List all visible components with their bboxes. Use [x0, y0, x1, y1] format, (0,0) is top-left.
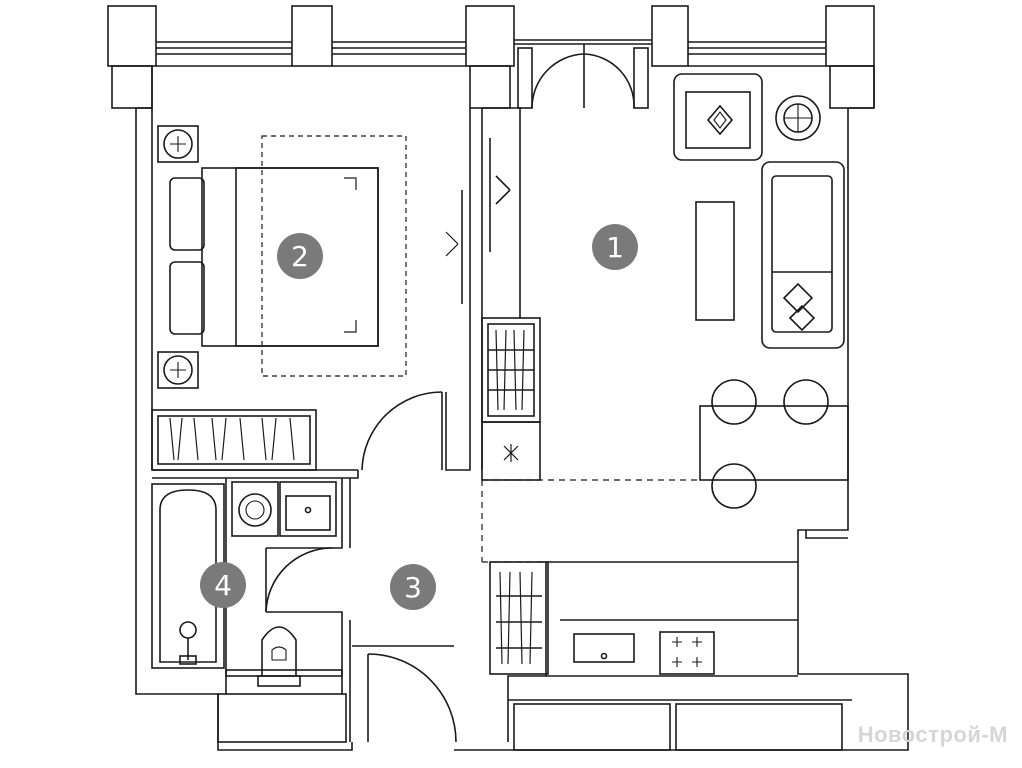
kitchen-zone	[481, 479, 700, 563]
outer-walls	[135, 66, 909, 751]
armchair	[673, 73, 763, 161]
window-3	[688, 41, 826, 67]
watermark: Новострой-М	[857, 722, 1008, 747]
hall-cabinet	[481, 421, 541, 481]
dining-table	[699, 379, 849, 509]
room-number-2: 2	[291, 239, 309, 273]
hallway-doors	[265, 391, 457, 743]
room-number-badge-3: 3	[390, 564, 436, 610]
bathroom-sink	[279, 481, 337, 537]
top-wall	[107, 5, 875, 109]
sofa	[761, 161, 845, 349]
bottom-window	[508, 699, 852, 751]
bedroom-wardrobe	[151, 409, 317, 471]
balcony-door	[514, 39, 652, 109]
toilet	[225, 626, 343, 687]
window-1	[156, 41, 292, 67]
coffee-table	[695, 201, 735, 321]
bedroom-door	[445, 190, 463, 304]
wardrobe-living	[481, 317, 541, 423]
bottom-left-window	[217, 693, 347, 743]
bed-rug	[261, 135, 407, 377]
window-2	[332, 41, 466, 67]
room-number-badge-4: 4	[200, 562, 246, 608]
nightstand-lamps	[157, 125, 199, 389]
floor-lamp-living	[775, 95, 821, 141]
room-number-badge-2: 2	[277, 233, 323, 279]
living-divider	[482, 107, 522, 318]
bathroom-walls	[225, 478, 351, 742]
kitchen-counter	[489, 561, 798, 675]
washing-machine	[231, 481, 279, 537]
room-number-3: 3	[404, 570, 422, 604]
room-number-1: 1	[606, 230, 624, 264]
bed	[169, 167, 379, 347]
room-number-4: 4	[214, 568, 232, 602]
room-number-badge-1: 1	[592, 224, 638, 270]
